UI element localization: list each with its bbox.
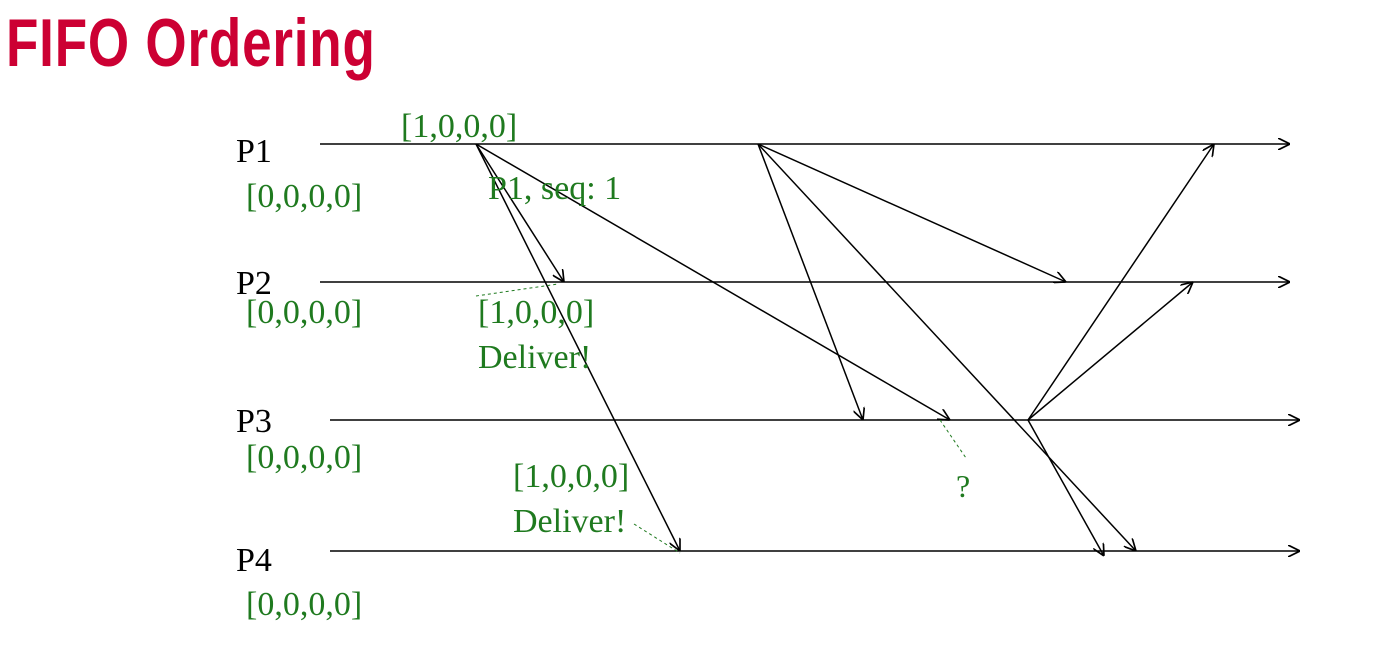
p2-recv-vector: [1,0,0,0] bbox=[478, 294, 595, 331]
msg-p1-to-p3-second bbox=[757, 143, 863, 420]
msg-p3-to-p4 bbox=[1027, 419, 1104, 556]
msg-p3-to-p2 bbox=[1027, 282, 1193, 421]
p3-initial-vector: [0,0,0,0] bbox=[246, 439, 363, 476]
p4-label: P4 bbox=[236, 542, 272, 579]
p1-message-label: P1, seq: 1 bbox=[488, 170, 622, 207]
msg-p1-to-p4-second bbox=[757, 143, 1136, 551]
p1-initial-vector: [0,0,0,0] bbox=[246, 178, 363, 215]
page-title: FIFO Ordering bbox=[6, 5, 376, 81]
p4-recv-vector: [1,0,0,0] bbox=[513, 458, 630, 495]
leader-p2-deliver bbox=[475, 283, 559, 297]
p4-recv-action: Deliver! bbox=[513, 503, 627, 540]
leader-p3-question bbox=[939, 419, 967, 459]
p1-label: P1 bbox=[236, 133, 272, 170]
p4-initial-vector: [0,0,0,0] bbox=[246, 586, 363, 623]
p1-send-vector: [1,0,0,0] bbox=[401, 108, 518, 145]
msg-p1-to-p2-second bbox=[757, 143, 1066, 282]
msg-p1-to-p3-first bbox=[475, 143, 950, 420]
p2-recv-action: Deliver! bbox=[478, 339, 592, 376]
p2-label: P2 bbox=[236, 265, 272, 302]
p3-label: P3 bbox=[236, 403, 272, 440]
p3-question-mark: ? bbox=[956, 468, 971, 504]
msg-p3-to-p1 bbox=[1027, 144, 1214, 421]
msg-p1-to-p2-first bbox=[475, 143, 564, 282]
msg-p1-to-p4-first bbox=[475, 143, 680, 551]
p2-initial-vector: [0,0,0,0] bbox=[246, 294, 363, 331]
